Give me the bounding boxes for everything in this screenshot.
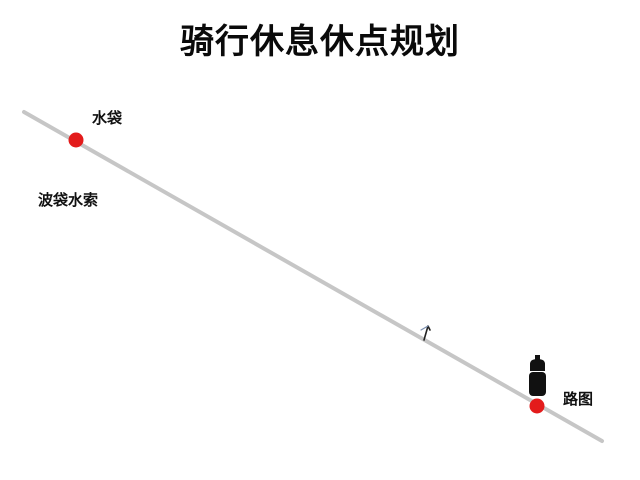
- bottle-icon: [529, 355, 546, 396]
- direction-arrow-icon: [420, 325, 431, 341]
- page-title: 骑行休息休点规划: [180, 22, 460, 62]
- stop-label-road: 路图: [563, 390, 594, 408]
- stop-marker-road[interactable]: [529, 398, 545, 414]
- side-note: 波袋水索: [38, 191, 99, 209]
- stop-marker-water[interactable]: [68, 132, 84, 148]
- route-line: [22, 110, 604, 443]
- stop-label-water: 水袋: [92, 109, 123, 127]
